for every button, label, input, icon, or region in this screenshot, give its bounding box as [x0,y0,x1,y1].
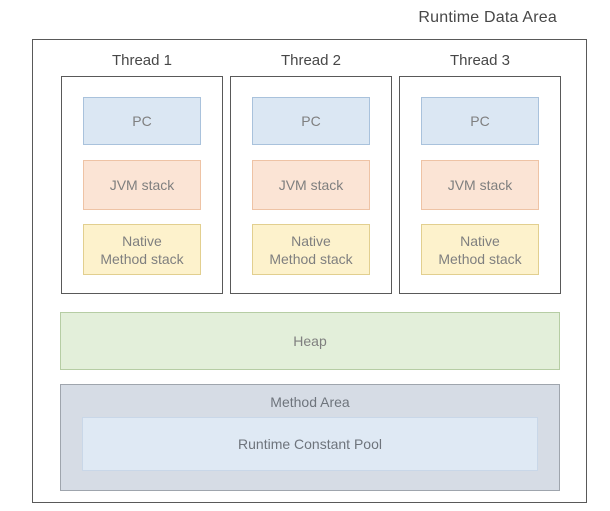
thread-3-box: PC JVM stack Native Method stack [399,76,561,294]
thread-1-box: PC JVM stack Native Method stack [61,76,223,294]
runtime-data-area-box: Thread 1 PC JVM stack Native Method stac… [32,39,587,503]
thread-2-pc-box: PC [252,97,370,145]
thread-1-jvm-stack-box: JVM stack [83,160,201,210]
runtime-constant-pool-box: Runtime Constant Pool [82,417,538,471]
method-area-box: Method Area Runtime Constant Pool [60,384,560,491]
thread-1-label: Thread 1 [111,52,173,69]
thread-3-jvm-stack-box: JVM stack [421,160,539,210]
thread-1-pc-box: PC [83,97,201,145]
thread-2-native-method-stack-box: Native Method stack [252,224,370,275]
method-area-label: Method Area [270,394,350,410]
heap-box: Heap [60,312,560,370]
thread-3-native-method-stack-box: Native Method stack [421,224,539,275]
thread-3-label: Thread 3 [449,52,511,69]
thread-3-pc-box: PC [421,97,539,145]
thread-2-label: Thread 2 [280,52,342,69]
thread-1-native-method-stack-box: Native Method stack [83,224,201,275]
diagram-title: Runtime Data Area [418,9,557,26]
thread-2-box: PC JVM stack Native Method stack [230,76,392,294]
thread-2-jvm-stack-box: JVM stack [252,160,370,210]
